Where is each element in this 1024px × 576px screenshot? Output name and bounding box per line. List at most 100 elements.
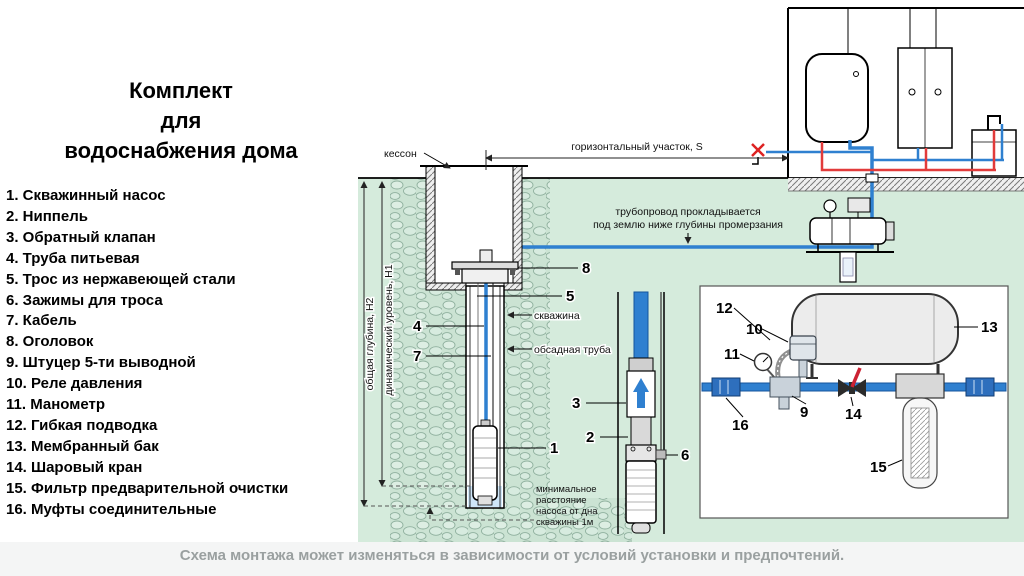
pump-station xyxy=(806,173,895,283)
callout-relay-number: 10 xyxy=(746,321,763,338)
detail-drinking-pipe xyxy=(633,291,649,359)
label-dynamic-level: динамический уровень, Н1 xyxy=(383,264,395,395)
caisson-floor-right xyxy=(503,282,523,291)
sink-faucet-icon xyxy=(987,115,1001,130)
callout-five-way-number: 9 xyxy=(800,404,808,421)
pipe-sleeve xyxy=(865,173,879,183)
legend-item-6: 6. Зажимы для троса xyxy=(6,291,163,309)
min-distance-note: минимальное расстояние насоса от дна скв… xyxy=(426,484,598,528)
callout-five-way-leader xyxy=(791,395,807,405)
wellhead-flange xyxy=(451,261,519,270)
footer-strip xyxy=(0,542,1024,576)
callout-ball-valve-number: 14 xyxy=(845,406,862,423)
pressure-relay-box xyxy=(789,335,817,361)
detail-pump-head xyxy=(625,444,657,462)
detail-pump-eyelet-right xyxy=(646,446,652,452)
label-min-distance-3: насоса от дна xyxy=(536,506,598,517)
callout-wellhead-number: 8 xyxy=(582,260,590,277)
label-kesson-leader xyxy=(423,152,451,169)
callout-steel-cable-number: 5 xyxy=(566,288,574,305)
legend-item-1: 1. Скважинный насос xyxy=(6,187,166,204)
legend-item-5: 5. Трос из нержавеющей стали xyxy=(6,270,236,288)
surface-detail-box xyxy=(699,285,1009,519)
callout-filter-number: 15 xyxy=(870,459,887,476)
fixture-panel-knob-left xyxy=(908,88,916,96)
callout-cable-number: 7 xyxy=(413,348,421,365)
legend-item-4: 4. Труба питьевая xyxy=(6,249,140,267)
wellhead-bolt-right xyxy=(510,269,515,275)
pump-station-filter-bowl xyxy=(842,257,854,277)
pump-detail-column xyxy=(617,291,667,534)
coupling-right xyxy=(965,377,995,397)
well-pump-body xyxy=(472,425,498,501)
legend-item-14: 14. Шаровый кран xyxy=(6,458,143,476)
callout-check-valve-number: 3 xyxy=(572,395,580,412)
wellhead-stub xyxy=(479,249,493,263)
well-pump-intake xyxy=(477,495,493,506)
fixture-panel xyxy=(897,8,953,149)
legend-item-11: 11. Манометр xyxy=(6,396,105,414)
wellhead-body xyxy=(461,268,509,284)
water-heater-indicator xyxy=(853,71,859,77)
title-line-3: водоснабжения дома xyxy=(64,138,298,163)
wellhead xyxy=(451,249,519,284)
callout-gauge-leader xyxy=(739,353,755,362)
callout-filter-leader xyxy=(887,459,903,467)
membrane-tank-body xyxy=(791,293,959,365)
label-min-distance-1: минимальное xyxy=(536,484,597,495)
pump-station-relay-box xyxy=(847,197,871,213)
label-casing: обсадная труба xyxy=(534,344,611,356)
caisson-floor-left xyxy=(425,282,467,291)
detail-nipple xyxy=(630,416,652,446)
detail-pump-eyelet-left xyxy=(630,446,636,452)
five-way-down-stub xyxy=(778,396,790,410)
coupling-left xyxy=(711,377,741,397)
legend-item-12: 12. Гибкая подводка xyxy=(6,416,158,434)
legend-item-16: 16. Муфты соединительные xyxy=(6,500,217,518)
pre-filter-head xyxy=(895,373,945,399)
ball-valve-handle xyxy=(850,367,862,388)
callout-gauge-number: 11 xyxy=(724,346,740,363)
legend-item-7: 7. Кабель xyxy=(6,312,77,330)
callout-pump-number: 1 xyxy=(550,440,558,457)
fixture-panel-knob-right xyxy=(934,88,942,96)
label-kesson: кессон xyxy=(384,148,417,160)
callout-couplings-leader xyxy=(725,397,744,418)
five-way-fitting xyxy=(769,376,801,410)
label-min-distance-2: расстояние xyxy=(536,495,587,506)
pre-filter xyxy=(895,373,945,489)
pressure-gauge xyxy=(753,352,775,378)
min-distance-leader xyxy=(426,507,534,521)
pressure-gauge-needle xyxy=(762,356,769,363)
callout-tank-number: 13 xyxy=(981,319,998,336)
detail-coupling xyxy=(628,357,654,372)
footer-note: Схема монтажа может изменяться в зависим… xyxy=(179,547,845,564)
legend-item-3: 3. Обратный клапан xyxy=(6,228,156,246)
callout-drinking-pipe-number: 4 xyxy=(413,318,422,335)
pump-station-body xyxy=(809,217,887,245)
outdoor-faucet-valve-icon2 xyxy=(751,143,765,157)
pump-station-motor-cap xyxy=(885,221,895,241)
house-outline xyxy=(787,7,1024,192)
label-pipeline-note-2: под землю ниже глубины промерзания xyxy=(593,219,783,231)
legend-item-9: 9. Штуцер 5-ти выводной xyxy=(6,354,196,372)
callout-couplings-number: 16 xyxy=(732,417,749,434)
hot-water-pipes xyxy=(820,130,996,172)
ball-valve-cone-left xyxy=(838,379,852,397)
legend-list: 1. Скважинный насос 2. Ниппель 3. Обратн… xyxy=(6,186,358,521)
callout-relay-leader xyxy=(761,328,789,343)
legend-item-13: 13. Мембранный бак xyxy=(6,437,159,455)
legend-item-10: 10. Реле давления xyxy=(6,375,143,393)
callout-hose-number: 12 xyxy=(716,300,733,317)
pressure-relay xyxy=(789,335,817,378)
pre-filter-cartridge xyxy=(910,407,930,479)
label-pipeline-note-1: трубопровод прокладывается xyxy=(615,206,760,218)
caisson-wall-left xyxy=(425,165,436,291)
label-total-depth: общая глубина, Н2 xyxy=(364,297,376,390)
well-pump xyxy=(472,419,498,506)
dimensions: общая глубина, Н2 динамический уровень, … xyxy=(360,141,789,507)
water-heater-body xyxy=(805,53,869,143)
legend-item-8: 8. Оголовок xyxy=(6,333,94,351)
page-title: Комплект для водоснабжения дома xyxy=(28,76,334,166)
label-well: скважина xyxy=(534,310,580,322)
